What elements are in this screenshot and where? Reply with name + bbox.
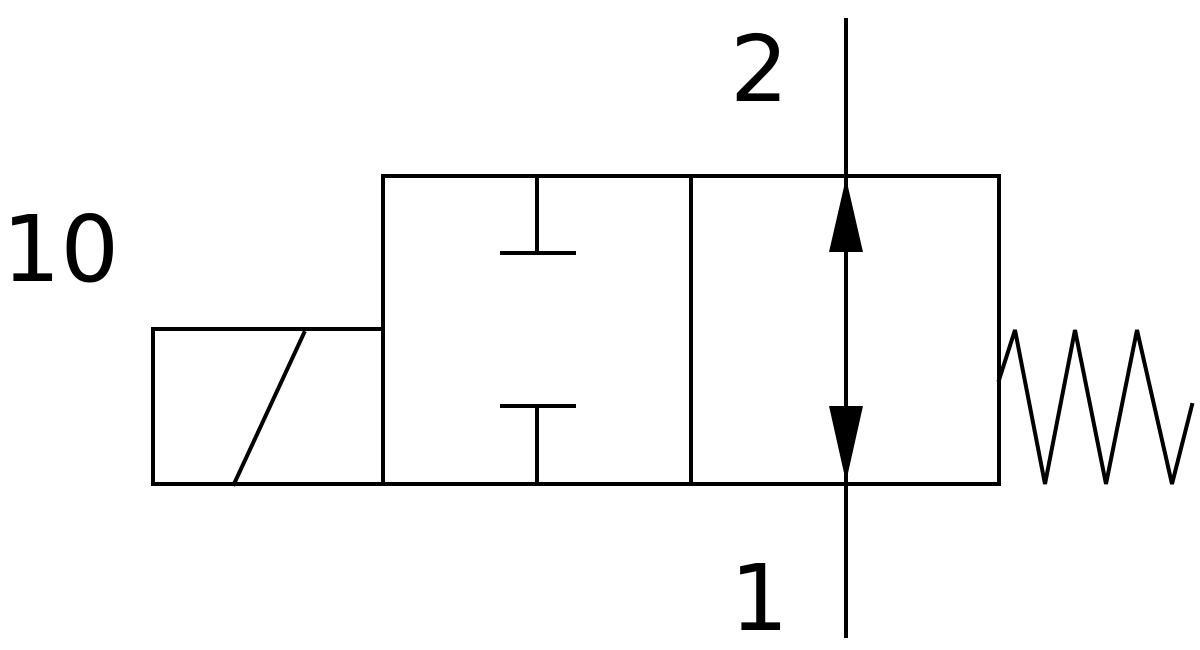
valve-body: [381, 174, 1001, 486]
solenoid-winding-slash: [231, 330, 307, 487]
inlet-port-label: 1: [730, 545, 789, 650]
solenoid-actuator: [151, 327, 385, 487]
outlet-port-label: 2: [730, 16, 789, 123]
blocked-port-symbols: [500, 174, 576, 486]
flow-path: [829, 18, 863, 638]
solenoid-port-label: 10: [2, 196, 119, 303]
arrow-up-icon: [829, 178, 863, 252]
arrow-down-icon: [829, 406, 863, 482]
return-spring-icon: [996, 329, 1195, 485]
